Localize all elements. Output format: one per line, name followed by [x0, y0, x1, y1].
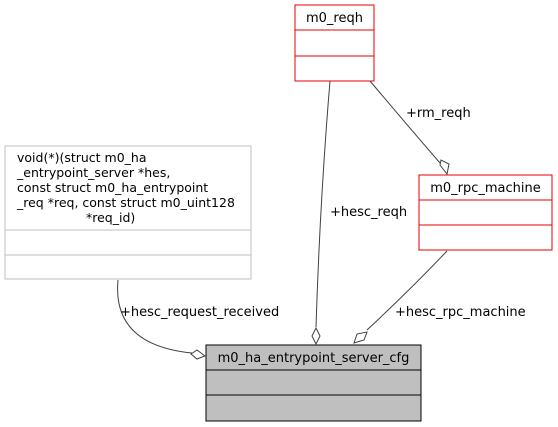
edge-hesc-request-received: +hesc_request_received: [117, 279, 279, 360]
class-m0-reqh[interactable]: m0_reqh: [294, 4, 375, 82]
edge-rm-reqh-diamond: [439, 159, 450, 176]
class-callback-type-line-4: _req *req, const struct m0_uint128: [16, 195, 235, 210]
class-server-cfg-title: m0_ha_entrypoint_server_cfg: [218, 351, 410, 366]
edge-hesc-rpc-machine-line: [366, 250, 448, 331]
edge-hesc-request-received-line: [117, 279, 193, 354]
class-m0-rpc-machine-title: m0_rpc_machine: [430, 181, 541, 196]
edge-hesc-rpc-machine-label: +hesc_rpc_machine: [395, 305, 526, 320]
class-m0-reqh-box: [294, 4, 375, 82]
class-m0-reqh-title: m0_reqh: [306, 11, 363, 26]
edge-rm-reqh-label: +rm_reqh: [406, 106, 471, 121]
edge-hesc-rpc-machine-diamond: [353, 331, 368, 344]
class-callback-type-line-2: _entrypoint_server *hes,: [16, 165, 170, 180]
class-callback-type-line-3: const struct m0_ha_entrypoint: [17, 180, 208, 195]
edge-hesc-request-received-diamond: [190, 349, 207, 360]
edge-hesc-reqh: +hesc_reqh: [311, 80, 407, 346]
class-callback-type[interactable]: void(*)(struct m0_ha _entrypoint_server …: [4, 145, 252, 280]
edge-hesc-rpc-machine: +hesc_rpc_machine: [353, 250, 526, 344]
edge-rm-reqh-line: [369, 80, 441, 164]
class-server-cfg-box: [205, 344, 422, 422]
class-callback-type-line-1: void(*)(struct m0_ha: [17, 150, 147, 165]
edge-hesc-reqh-diamond: [311, 326, 321, 346]
class-m0-rpc-machine[interactable]: m0_rpc_machine: [418, 174, 553, 251]
edge-hesc-reqh-label: +hesc_reqh: [330, 205, 407, 220]
edge-hesc-request-received-label: +hesc_request_received: [120, 305, 279, 320]
edge-rm-reqh: +rm_reqh: [369, 80, 471, 176]
class-m0-rpc-machine-box: [418, 174, 553, 251]
edge-hesc-reqh-line: [315, 80, 331, 328]
class-callback-type-line-5: *req_id): [86, 210, 135, 225]
class-m0-ha-entrypoint-server-cfg[interactable]: m0_ha_entrypoint_server_cfg: [205, 344, 422, 422]
class-callback-type-box: [4, 145, 252, 280]
